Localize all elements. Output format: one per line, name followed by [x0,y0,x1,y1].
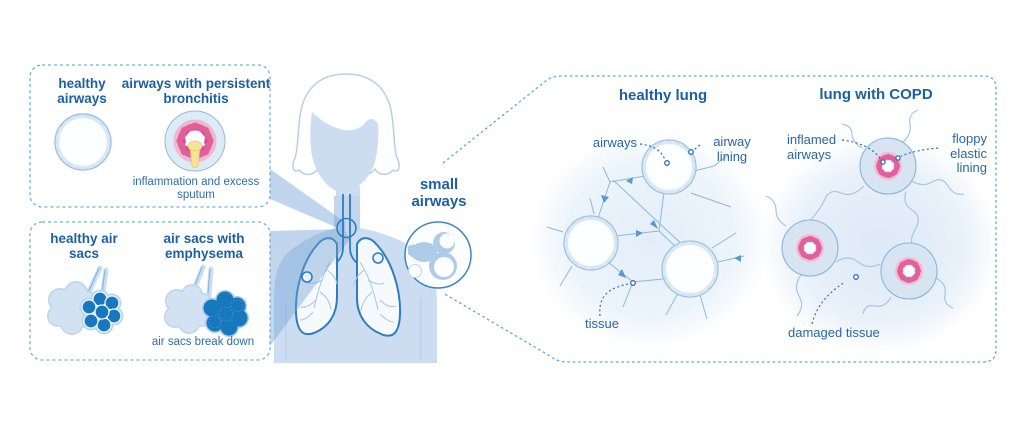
floppy-elastic-lines [765,109,965,317]
lung-branches [299,261,397,323]
tissue-annotation: tissue [585,316,619,331]
left-lung [294,237,338,336]
healthy-lung-network [546,139,745,320]
bronchitis-airways-title: airways with persistent bronchitis [121,76,271,107]
inflamed-ring-left [796,234,824,262]
copd-lung-network [765,109,965,317]
merged-berries [202,290,249,337]
zoom-beams [270,169,350,346]
airway-lining-annotation: airway lining [713,134,751,164]
healthy-airways-title: healthy airways [57,76,107,107]
small-airways-bubble [404,221,472,289]
inflamed-airways-annotation: inflamed airways [787,132,837,162]
emphysema-airsacs-title: air sacs with emphysema [163,231,245,262]
inflamed-ring-top [874,152,902,180]
air-sac-circle-3 [408,264,422,278]
air-sac-circle-2 [434,257,454,277]
face [310,112,379,194]
copd-lung-tint [760,135,1000,355]
healthy-lung-title: healthy lung [618,87,708,104]
alveoli-cloud [164,284,213,334]
bronchitis-airway-circle [164,110,226,172]
copd-lung-title: lung with COPD [819,86,933,103]
right-lung [356,237,402,337]
leader-dots [630,149,901,286]
sputum-drip [187,140,203,169]
airsacs-panel-border [29,221,271,361]
bronchitis-caption: inflammation and excess sputum [132,176,260,201]
emphysema-caption: air sacs break down [151,336,255,348]
trachea-marker-circle [336,217,357,239]
small-airways-label: small airways [411,176,467,210]
healthy-berries [79,289,124,335]
trachea [335,194,358,264]
damaged-tissue-annotation: damaged tissue [788,325,880,340]
leader-lines [599,139,939,325]
air-sac-circle-1 [439,233,455,249]
inflamed-ring-bottom [895,257,923,285]
neck-shade [334,196,360,233]
flow-arrows [601,177,741,278]
airways-panel-border [29,64,271,208]
healthy-lung-tint [530,130,770,350]
healthy-airsacs-title: healthy air sacs [50,231,118,262]
airways-annotation: airways [592,135,637,150]
right-lung-marker [372,252,384,264]
healthy-airway-circle [54,113,112,171]
floppy-elastic-annotation: floppy elastic lining [950,131,987,176]
left-lung-marker [301,271,313,283]
emphysema-air-sacs-figure [164,264,249,337]
healthy-airway-circles [563,139,719,298]
lungs [294,237,402,337]
healthy-air-sacs-figure [47,265,124,335]
